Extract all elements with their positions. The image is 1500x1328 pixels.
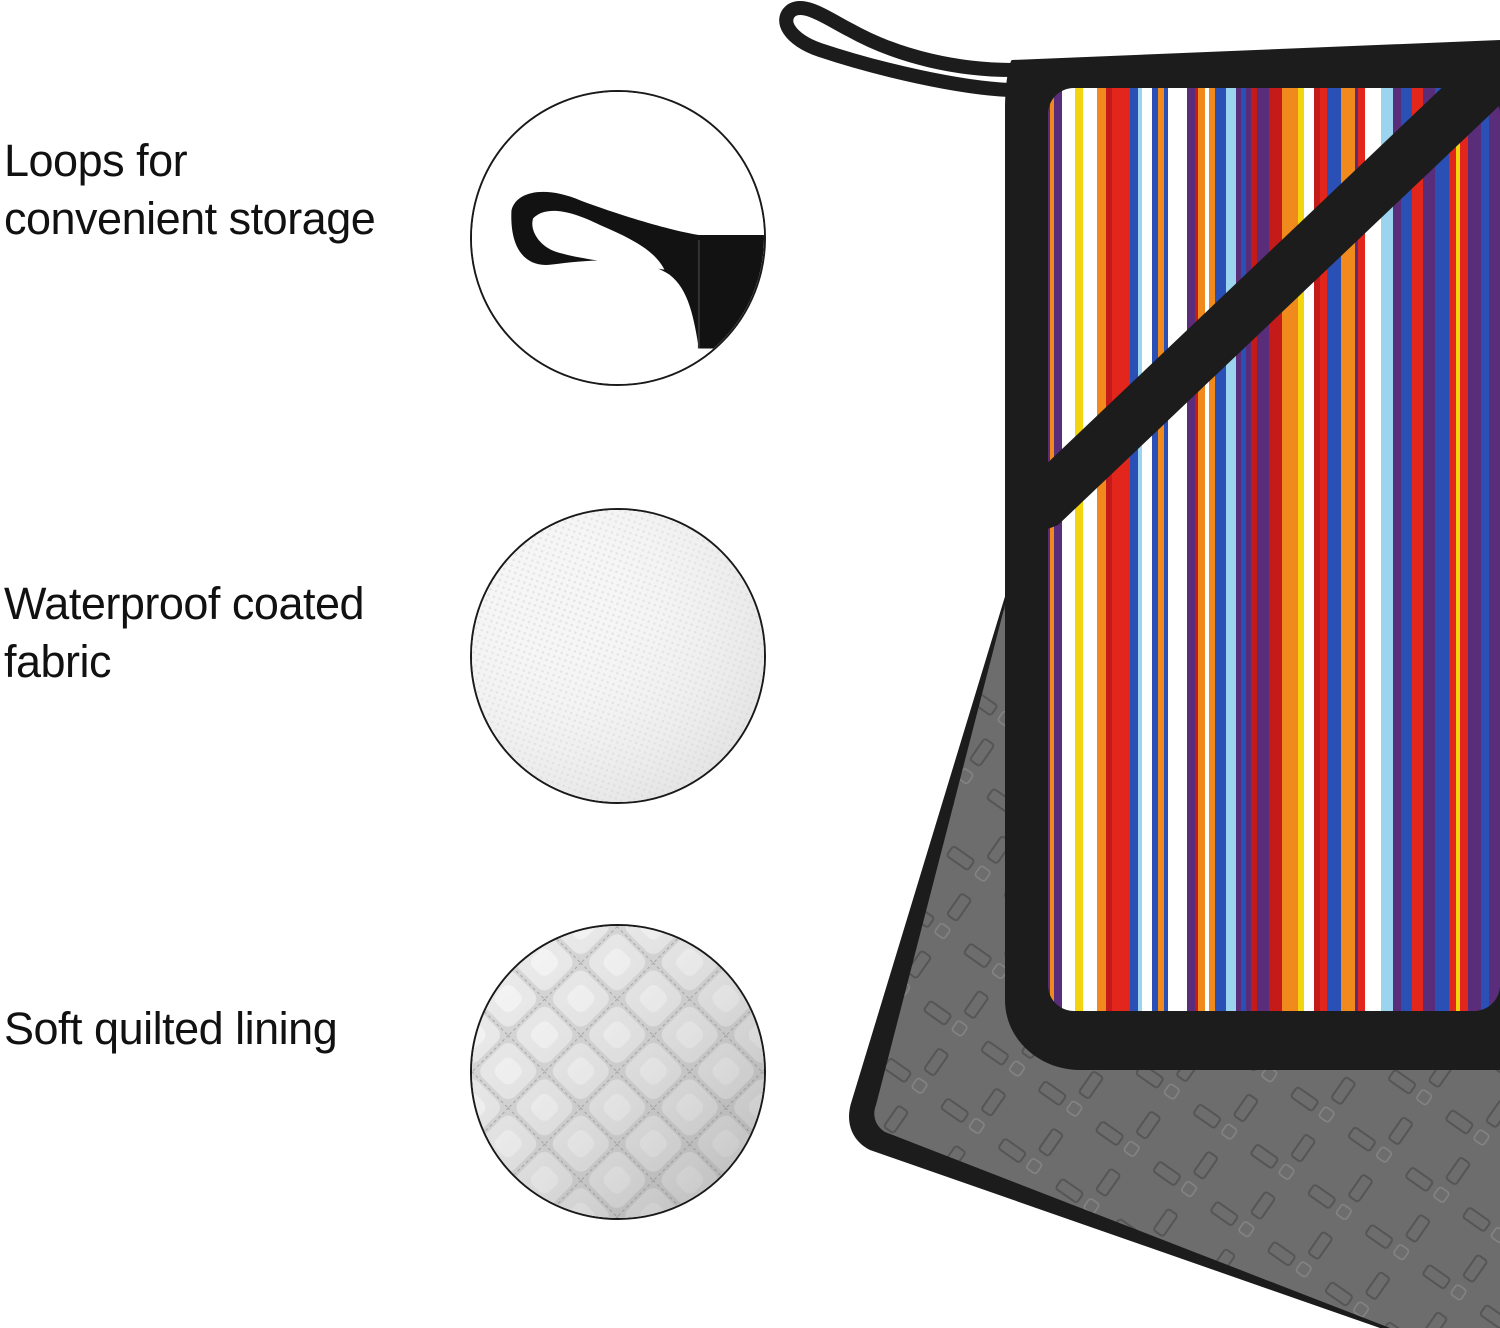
feature-lining-line1: Soft quilted lining (4, 1003, 338, 1054)
hanging-loop-icon (470, 90, 766, 386)
coated-fabric-icon (470, 508, 766, 804)
feature-waterproof-label: Waterproof coated fabric (4, 575, 365, 691)
feature-loops-line1: Loops for (4, 135, 188, 186)
feature-loops-label: Loops for convenient storage (4, 132, 376, 248)
hanging-loop (779, 1, 1019, 97)
feature-lining-label: Soft quilted lining (4, 1000, 338, 1058)
quilted-lining-icon (470, 924, 766, 1220)
feature-waterproof-line2: fabric (4, 636, 112, 687)
striped-fabric (1048, 88, 1500, 1011)
feature-loops-line2: convenient storage (4, 193, 376, 244)
pocket-edge (1040, 80, 1500, 532)
feature-waterproof-line1: Waterproof coated (4, 578, 365, 629)
